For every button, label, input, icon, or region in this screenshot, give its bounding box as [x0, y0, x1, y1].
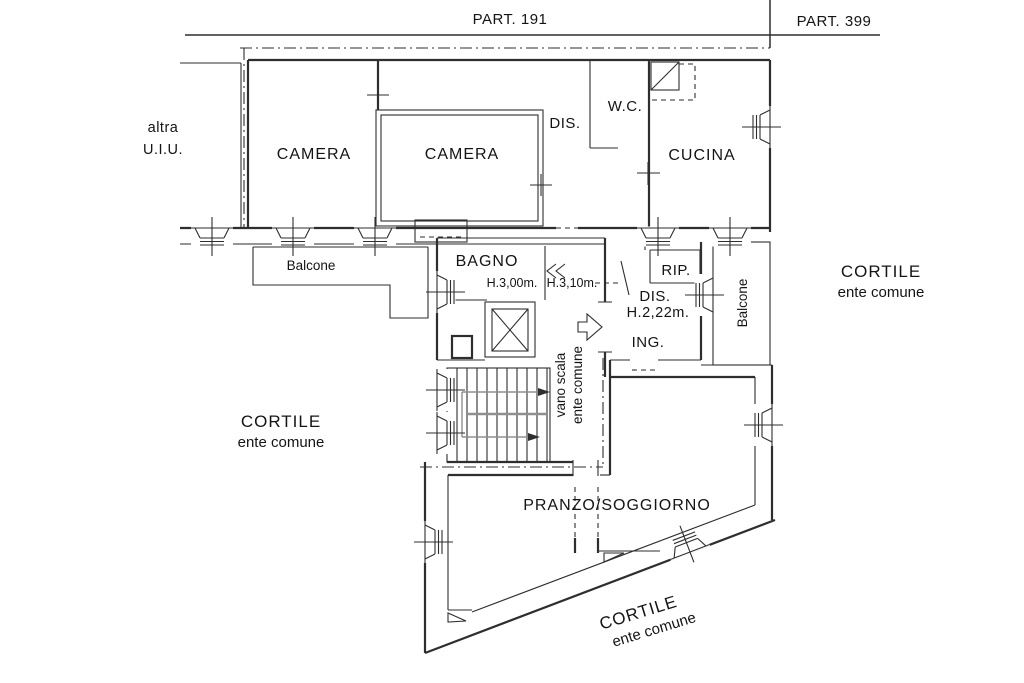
- label-stairwell-line1: vano scala: [553, 352, 568, 417]
- label-dis-mid-height: H.2,22m.: [627, 305, 690, 321]
- label-cortile-right-line1: CORTILE: [841, 262, 921, 281]
- label-stairwell-line2: ente comune: [570, 346, 585, 424]
- labels: PART. 191 PART. 399 altra U.I.U. CAMERA …: [143, 11, 925, 651]
- label-dis-top: DIS.: [549, 115, 580, 132]
- parcel-boundary-lines: [185, 0, 880, 228]
- label-pranzo: PRANZO/SOGGIORNO: [523, 497, 711, 514]
- label-cortile-left-line1: CORTILE: [241, 412, 321, 431]
- living-room-walls: [423, 364, 776, 655]
- label-balcone-left: Balcone: [287, 258, 336, 273]
- label-cortile-left-line2: ente comune: [238, 434, 325, 451]
- label-dis-mid: DIS.: [639, 288, 670, 305]
- label-balcone-right: Balcone: [735, 279, 750, 328]
- label-camera-left: CAMERA: [277, 146, 351, 163]
- label-cucina: CUCINA: [668, 147, 735, 164]
- label-part-191: PART. 191: [473, 11, 548, 28]
- label-bagno-height-left: H.3,00m.: [487, 276, 538, 290]
- label-bagno: BAGNO: [456, 253, 519, 270]
- elevator-shaft: [437, 301, 536, 361]
- label-rip: RIP.: [661, 262, 690, 279]
- label-ing: ING.: [632, 334, 665, 351]
- interior-walls-top: [367, 60, 696, 228]
- entrance-arrow: [577, 312, 603, 342]
- windows: [190, 105, 784, 571]
- label-adjacent-unit-line1: altra: [148, 120, 179, 136]
- label-part-399: PART. 399: [797, 13, 872, 30]
- label-bagno-height-right: H.3,10m.: [547, 276, 598, 290]
- staircase: [420, 358, 604, 476]
- label-adjacent-unit-line2: U.I.U.: [143, 142, 183, 158]
- label-cortile-right-line2: ente comune: [838, 284, 925, 301]
- label-cortile-bottom: CORTILE ente comune: [597, 592, 698, 651]
- balcony-left-outline: [252, 246, 429, 319]
- label-wc: W.C.: [608, 98, 643, 115]
- label-camera-right: CAMERA: [425, 146, 499, 163]
